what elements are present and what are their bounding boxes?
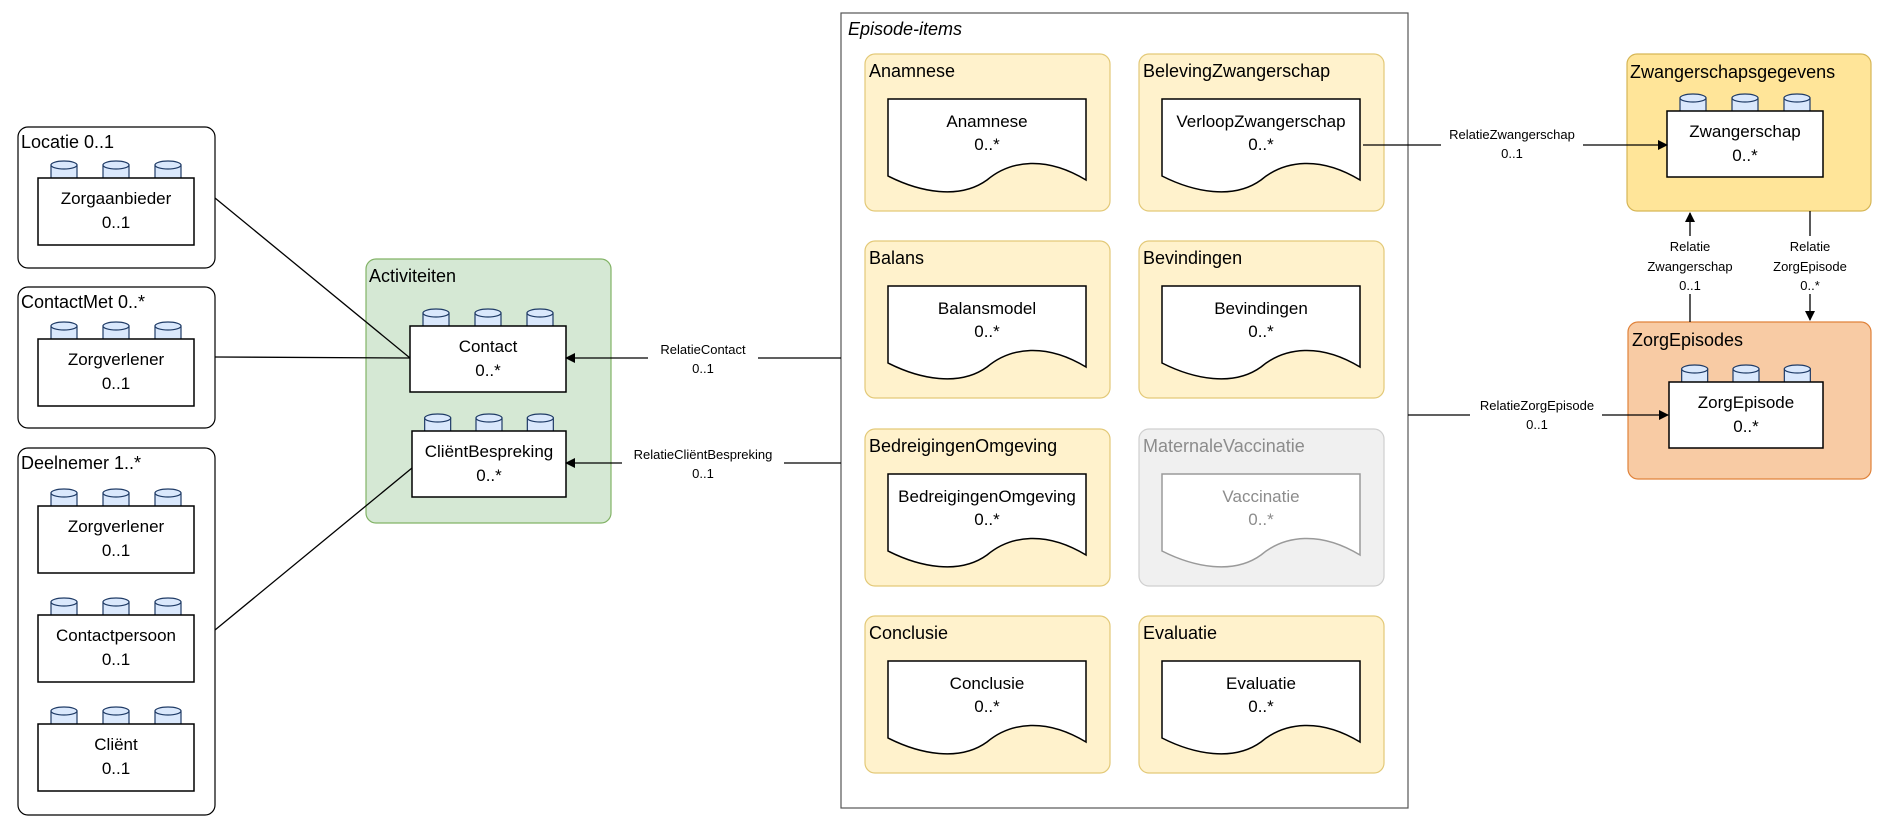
entity-name: Cliënt (94, 735, 138, 754)
connector-deelnemer-clientbespreking (214, 467, 413, 631)
document-shape (887, 285, 1087, 380)
entity-cardinality: 0..1 (102, 650, 130, 669)
relation-zw-up-card: 0..1 (1679, 278, 1701, 293)
episode-item-title: Anamnese (869, 61, 955, 81)
document-cardinality: 0..* (1248, 322, 1274, 341)
relation-zw-up-line2: Zwangerschap (1647, 259, 1732, 274)
entity-cardinality: 0..1 (102, 541, 130, 560)
relation-zorg-down-label: Relatie ZorgEpisode 0..* (1764, 236, 1856, 294)
relation-zorgepisode-card: 0..1 (1526, 417, 1548, 432)
group-zwangerschapsgegevens-title: Zwangerschapsgegevens (1630, 62, 1835, 82)
connector-locatie-contact (214, 197, 411, 359)
group-locatie-title: Locatie 0..1 (21, 132, 114, 152)
relation-zorg-down-line2: ZorgEpisode (1773, 259, 1847, 274)
relation-clientbespreking-name: RelatieCliëntBespreking (634, 447, 773, 462)
episode-item-title: Evaluatie (1143, 623, 1217, 643)
relation-contact-card: 0..1 (692, 361, 714, 376)
document-shape (1161, 285, 1361, 380)
relation-zorg-down-card: 0..* (1800, 278, 1820, 293)
entity-name: Contact (459, 337, 518, 356)
document-shape (1161, 473, 1361, 568)
document-cardinality: 0..* (1248, 510, 1274, 529)
entity-cardinality: 0..1 (102, 213, 130, 232)
document-name: Vaccinatie (1222, 487, 1299, 506)
entity-cardinality: 0..1 (102, 759, 130, 778)
document-cardinality: 0..* (974, 322, 1000, 341)
entity-cardinality: 0..1 (102, 374, 130, 393)
relation-zwangerschap-name: RelatieZwangerschap (1449, 127, 1575, 142)
entity-deelnemer-contactpersoon[interactable]: Contactpersoon 0..1 (37, 597, 195, 683)
entity-name: Zorgverlener (68, 350, 165, 369)
document-shape (1161, 660, 1361, 755)
connector-contactmet-contact (214, 356, 411, 359)
episode-item-title: Conclusie (869, 623, 948, 643)
entity-name: Zorgaanbieder (61, 189, 172, 208)
group-episode-items-title: Episode-items (848, 19, 962, 39)
document-shape (1161, 98, 1361, 193)
episode-item-title: MaternaleVaccinatie (1143, 436, 1305, 456)
relation-zorg-down-line1: Relatie (1790, 239, 1830, 254)
entity-deelnemer-client[interactable]: Cliënt 0..1 (37, 706, 195, 792)
relation-zorgepisode-label: RelatieZorgEpisode 0..1 (1470, 397, 1602, 435)
group-deelnemer-title: Deelnemer 1..* (21, 453, 141, 473)
episode-item-title: BelevingZwangerschap (1143, 61, 1330, 81)
document-cardinality: 0..* (974, 697, 1000, 716)
document-name: Bevindingen (1214, 299, 1308, 318)
entity-name: CliëntBespreking (425, 442, 554, 461)
episode-item-title: Balans (869, 248, 924, 268)
entity-cardinality: 0..* (475, 361, 501, 380)
entity-name: Zwangerschap (1689, 122, 1801, 141)
document-name: Conclusie (950, 674, 1025, 693)
episode-item-title: BedreigingenOmgeving (869, 436, 1057, 456)
entity-activiteiten-clientbespreking[interactable]: CliëntBespreking 0..* (411, 413, 567, 498)
document-name: BedreigingenOmgeving (898, 487, 1076, 506)
relation-contact-name: RelatieContact (660, 342, 746, 357)
relation-zwangerschap-card: 0..1 (1501, 146, 1523, 161)
entity-name: Zorgverlener (68, 517, 165, 536)
document-cardinality: 0..* (1248, 697, 1274, 716)
group-activiteiten-title: Activiteiten (369, 266, 456, 286)
relation-zw-up-label: Relatie Zwangerschap 0..1 (1636, 236, 1744, 294)
document-cardinality: 0..* (974, 135, 1000, 154)
entity-cardinality: 0..* (1732, 146, 1758, 165)
relation-zw-up-line1: Relatie (1670, 239, 1710, 254)
entity-zorgepisode[interactable]: ZorgEpisode 0..* (1668, 364, 1824, 449)
relation-clientbespreking-card: 0..1 (692, 466, 714, 481)
entity-activiteiten-contact[interactable]: Contact 0..* (409, 308, 567, 393)
entity-name: ZorgEpisode (1698, 393, 1794, 412)
document-shape (887, 98, 1087, 193)
document-shape (887, 660, 1087, 755)
relation-zorgepisode-name: RelatieZorgEpisode (1480, 398, 1594, 413)
episode-item-bedreigingen[interactable]: BedreigingenOmgevingBedreigingenOmgeving… (864, 428, 1111, 587)
document-name: Anamnese (946, 112, 1027, 131)
document-cardinality: 0..* (974, 510, 1000, 529)
relation-clientbespreking-label: RelatieCliëntBespreking 0..1 (622, 446, 784, 484)
entity-cardinality: 0..* (476, 466, 502, 485)
relation-zwangerschap-label: RelatieZwangerschap 0..1 (1441, 126, 1583, 164)
document-name: Evaluatie (1226, 674, 1296, 693)
entity-cardinality: 0..* (1733, 417, 1759, 436)
group-zorgepisodes-title: ZorgEpisodes (1632, 330, 1743, 350)
document-cardinality: 0..* (1248, 135, 1274, 154)
document-name: Balansmodel (938, 299, 1036, 318)
entity-deelnemer-zorgverlener[interactable]: Zorgverlener 0..1 (37, 488, 195, 574)
relation-contact-label: RelatieContact 0..1 (648, 340, 758, 378)
entity-locatie-zorgaanbieder[interactable]: Zorgaanbieder 0..1 (37, 160, 195, 246)
entity-zwangerschap[interactable]: Zwangerschap 0..* (1666, 93, 1824, 178)
group-contactmet-title: ContactMet 0..* (21, 292, 145, 312)
document-shape (887, 473, 1087, 568)
episode-item-title: Bevindingen (1143, 248, 1242, 268)
document-name: VerloopZwangerschap (1176, 112, 1345, 131)
entity-name: Contactpersoon (56, 626, 176, 645)
entity-contactmet-zorgverlener[interactable]: Zorgverlener 0..1 (37, 321, 195, 407)
